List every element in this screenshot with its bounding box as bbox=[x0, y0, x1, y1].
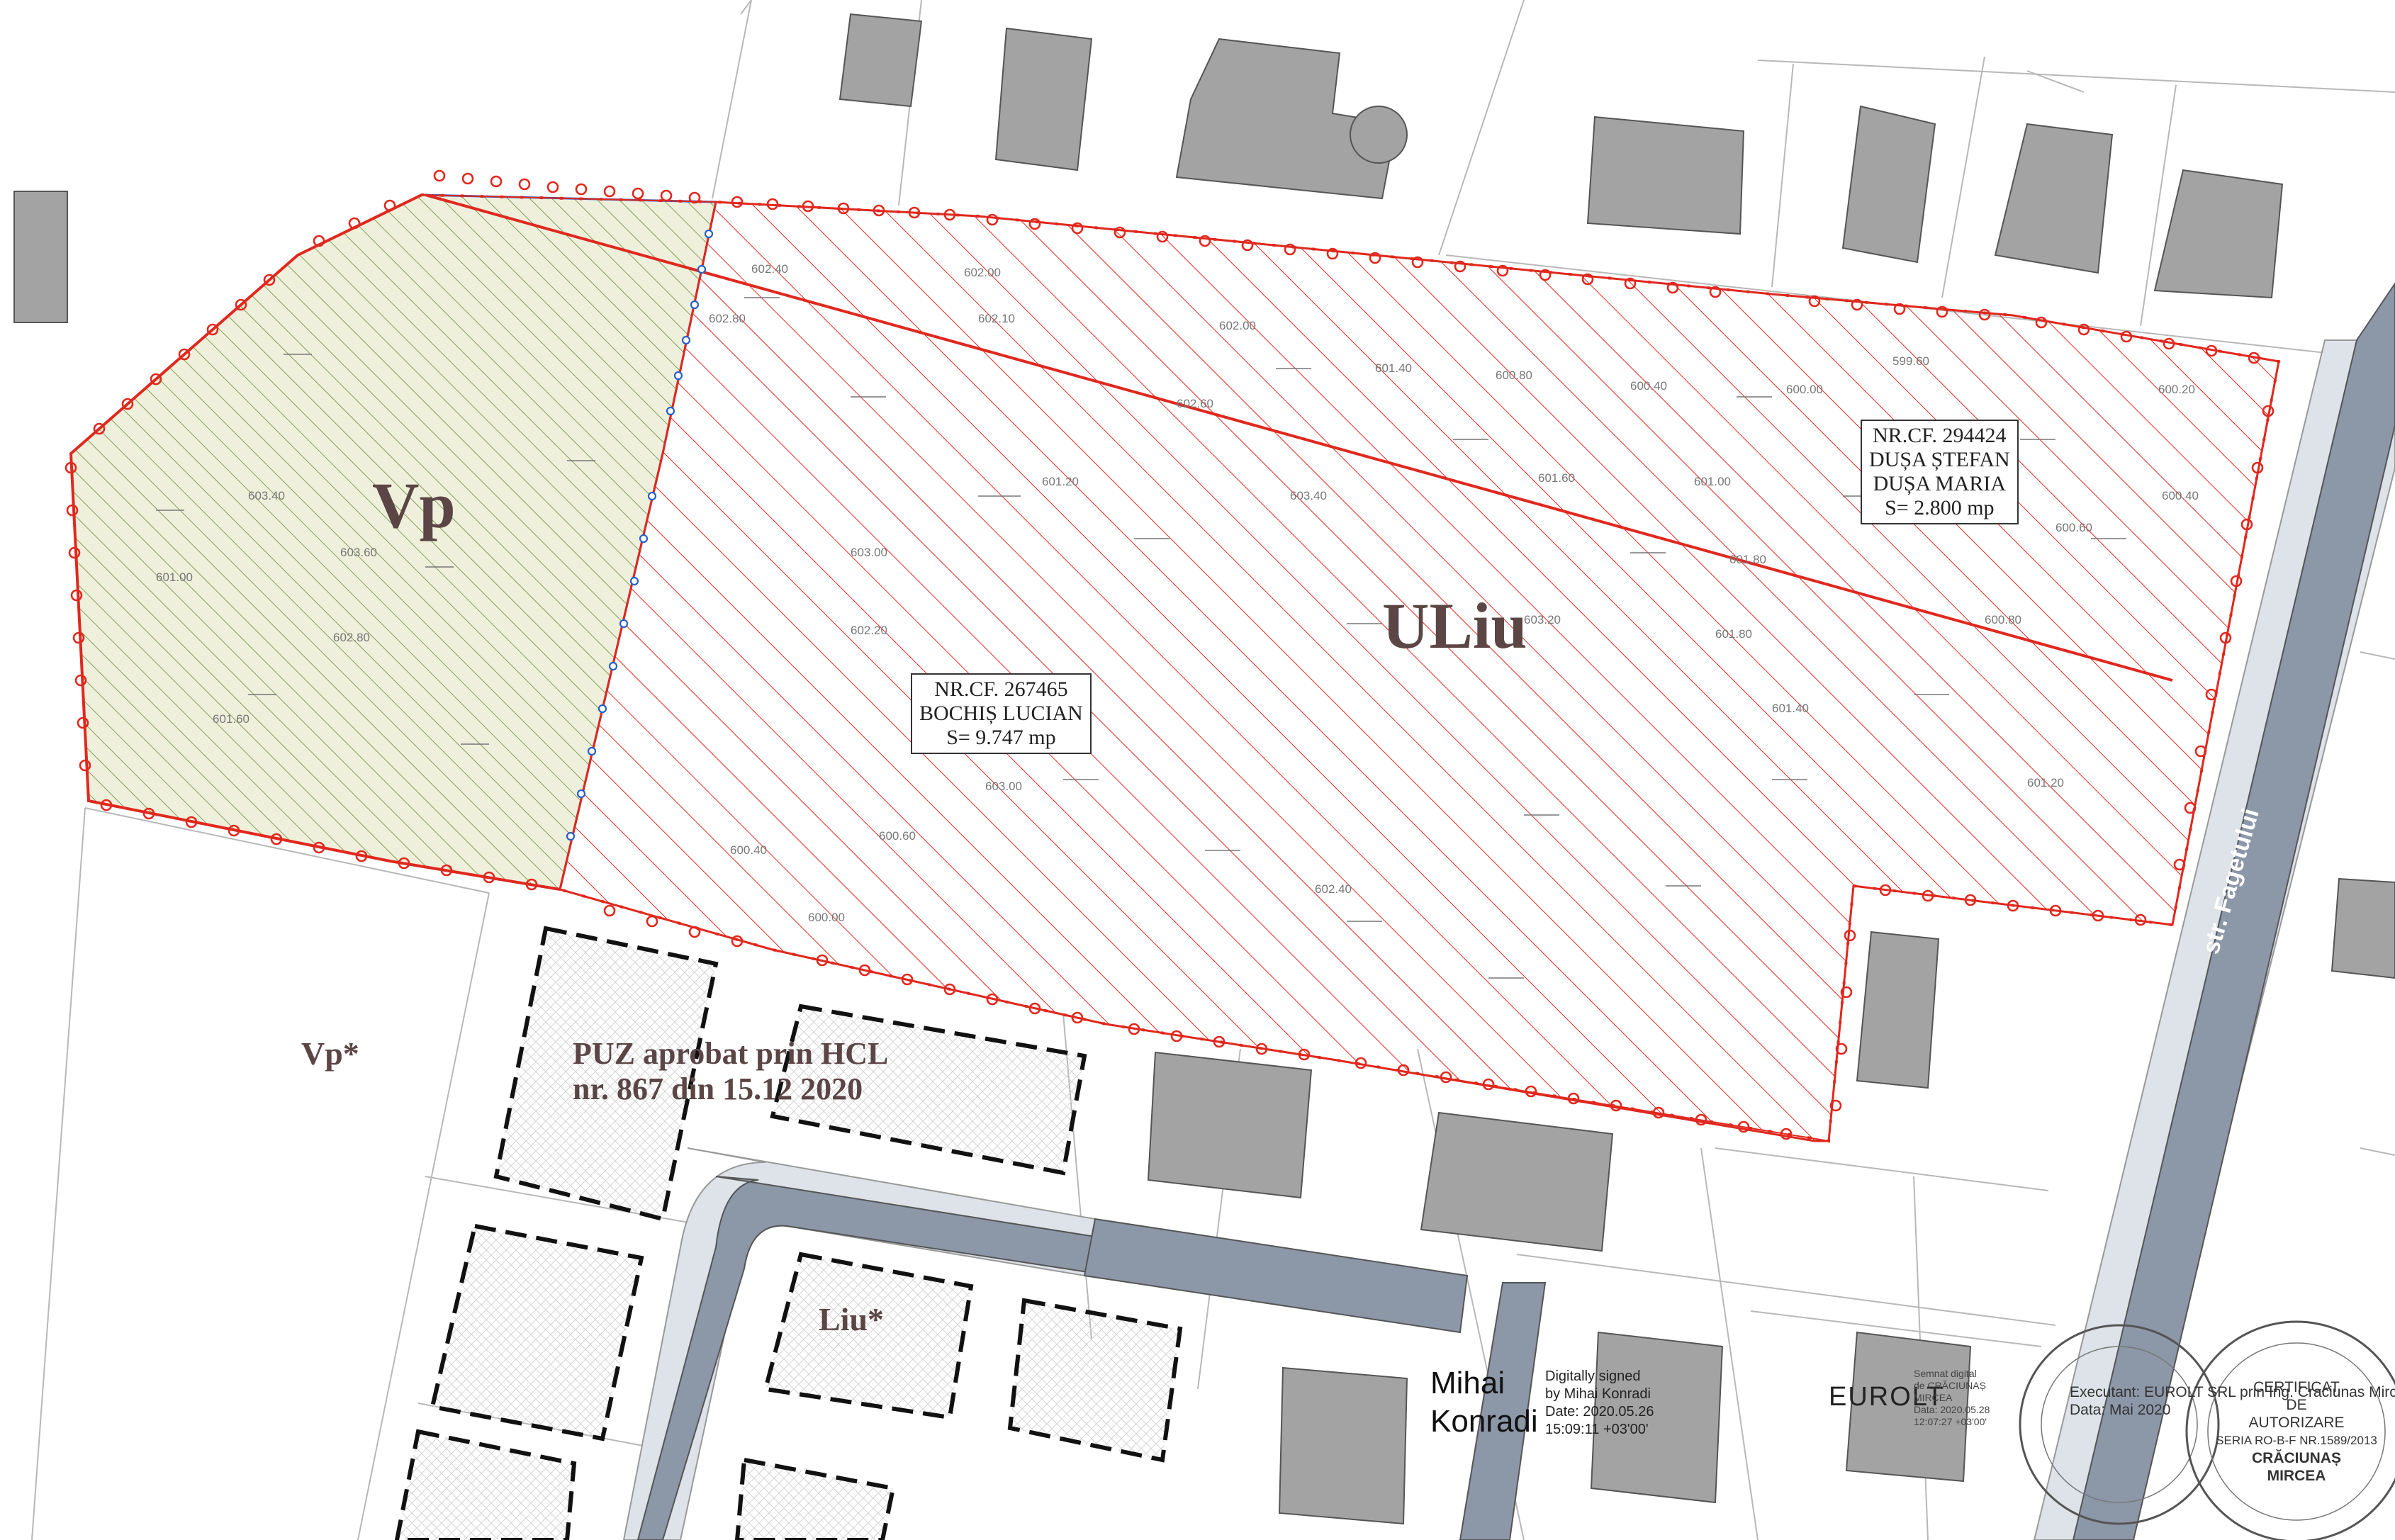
spot-height: 601.60 bbox=[1538, 471, 1575, 485]
stamp-line: AUTORIZARE bbox=[2248, 1415, 2345, 1431]
spot-height: 600.00 bbox=[1786, 383, 1823, 396]
spot-height: 602.80 bbox=[333, 631, 370, 644]
spot-height: 600.40 bbox=[2162, 489, 2199, 502]
stamp-line: DE bbox=[2286, 1397, 2307, 1413]
stamp-line: Data: Mai 2020 bbox=[2070, 1402, 2171, 1418]
parcel-cf-number: NR.CF. 267465 bbox=[934, 678, 1068, 701]
spot-height: 600.80 bbox=[1496, 369, 1532, 382]
sig-line: Date: 2020.05.26 bbox=[1545, 1404, 1654, 1420]
parcel-owner: DUȘA ȘTEFAN bbox=[1869, 448, 2010, 471]
zone-label-uliu: ULiu bbox=[1382, 590, 1527, 662]
zone-vp-area bbox=[69, 193, 717, 891]
sig-line: Digitally signed bbox=[1545, 1368, 1641, 1384]
sig-line: MIRCEA bbox=[1914, 1392, 1953, 1403]
spot-height: 603.60 bbox=[340, 546, 377, 559]
spot-height: 600.00 bbox=[808, 911, 845, 924]
contour-ticks bbox=[156, 297, 2126, 979]
spot-height: 602.20 bbox=[851, 624, 887, 637]
spot-height: 603.40 bbox=[248, 489, 285, 502]
spot-height: 602.00 bbox=[1219, 319, 1256, 332]
parcel-cf-number: NR.CF. 294424 bbox=[1873, 424, 2007, 447]
road-fagetului bbox=[1459, 282, 2395, 1540]
spot-height: 602.40 bbox=[1315, 882, 1352, 896]
signature-name-line1: Mihai bbox=[1430, 1366, 1505, 1400]
spot-height: 600.60 bbox=[879, 829, 916, 843]
parcel-info-dusa: NR.CF. 294424 DUȘA ȘTEFAN DUȘA MARIA S= … bbox=[1861, 420, 2019, 524]
spot-height: 602.60 bbox=[1177, 397, 1213, 410]
signature-name-line2: Konradi bbox=[1430, 1404, 1538, 1439]
spot-height: 603.00 bbox=[985, 780, 1022, 793]
spot-height: 601.00 bbox=[156, 571, 193, 584]
spot-height: 601.20 bbox=[1042, 475, 1079, 488]
spot-height: 602.40 bbox=[751, 262, 788, 276]
spot-height: 603.00 bbox=[851, 546, 887, 559]
spot-height: 603.40 bbox=[1290, 489, 1327, 502]
stamp-line: MIRCEA bbox=[2267, 1468, 2326, 1484]
spot-height: 600.60 bbox=[2055, 521, 2092, 534]
zone-label-vp-star: Vp* bbox=[301, 1035, 359, 1072]
sig-line: Data: 2020.05.28 bbox=[1914, 1404, 1990, 1415]
spot-height: 600.80 bbox=[1985, 613, 2021, 626]
zone-label-vp: Vp bbox=[372, 469, 456, 541]
stamp-certificat: CERTIFICAT DE AUTORIZARE SERIA RO-B-F NR… bbox=[2204, 1378, 2389, 1485]
puz-line1: PUZ aprobat prin HCL bbox=[573, 1036, 889, 1071]
spot-height: 603.20 bbox=[1524, 613, 1561, 626]
parcel-area: S= 9.747 mp bbox=[946, 726, 1056, 749]
spot-height: 602.10 bbox=[978, 312, 1015, 325]
spot-height: 601.00 bbox=[1694, 475, 1731, 488]
puz-approval-note: PUZ aprobat prin HCL nr. 867 din 15.12 2… bbox=[573, 1036, 888, 1107]
spot-height: 602.00 bbox=[964, 266, 1001, 279]
spot-height: 602.80 bbox=[709, 312, 746, 325]
stamp-line: Executant: EUROLT SRL prin Ing. Craciuna… bbox=[2070, 1384, 2395, 1400]
digital-signature-info: Digitally signed by Mihai Konradi Date: … bbox=[1545, 1368, 1654, 1439]
buildings bbox=[13, 13, 2395, 1525]
eurolt-digital-signature: Semnat digital de CRĂCIUNAȘ MIRCEA Data:… bbox=[1914, 1368, 1990, 1428]
spot-height: 601.60 bbox=[213, 712, 249, 726]
spot-height: 601.80 bbox=[1729, 553, 1766, 566]
stamp-executant: Executant: EUROLT SRL prin Ing. Craciuna… bbox=[2070, 1383, 2395, 1419]
stamp-line: SERIA RO-B-F NR.1589/2013 bbox=[2216, 1434, 2377, 1447]
parcel-owner: BOCHIȘ LUCIAN bbox=[919, 702, 1083, 725]
road-internal bbox=[622, 1147, 1469, 1540]
eurolt-logo: EUROLT bbox=[1829, 1382, 1945, 1412]
spot-height: 600.40 bbox=[730, 843, 767, 857]
sig-line: by Mihai Konradi bbox=[1545, 1386, 1651, 1402]
sig-line: de CRĂCIUNAȘ bbox=[1914, 1380, 1986, 1391]
parcel-owner: DUȘA MARIA bbox=[1873, 472, 2007, 495]
spot-height: 601.40 bbox=[1375, 361, 1412, 375]
sig-line: 15:09:11 +03'00' bbox=[1545, 1422, 1649, 1437]
parcel-area: S= 2.800 mp bbox=[1885, 496, 1995, 519]
stamp-line: CERTIFICAT bbox=[2253, 1379, 2340, 1395]
signature-name: Mihai Konradi bbox=[1430, 1364, 1538, 1441]
zone-label-liu-star: Liu* bbox=[819, 1301, 885, 1337]
sig-line: Semnat digital bbox=[1914, 1368, 1977, 1379]
spot-height: 601.80 bbox=[1715, 627, 1752, 641]
spot-height: 599.60 bbox=[1892, 354, 1929, 368]
boundary-markers bbox=[64, 169, 2275, 1140]
parcel-info-bochis: NR.CF. 267465 BOCHIȘ LUCIAN S= 9.747 mp bbox=[911, 673, 1092, 754]
sig-line: 12:07:27 +03'00' bbox=[1914, 1416, 1987, 1427]
spot-height: 600.20 bbox=[2158, 383, 2195, 396]
stamp-line: CRĂCIUNAȘ bbox=[2252, 1450, 2341, 1466]
spot-height: 601.40 bbox=[1772, 702, 1809, 715]
spot-height: 601.20 bbox=[2027, 776, 2064, 789]
puz-lots bbox=[394, 926, 1183, 1540]
spot-height: 600.40 bbox=[1630, 379, 1667, 393]
vp-divider-markers bbox=[566, 229, 714, 841]
puz-line2: nr. 867 din 15.12 2020 bbox=[573, 1072, 863, 1106]
